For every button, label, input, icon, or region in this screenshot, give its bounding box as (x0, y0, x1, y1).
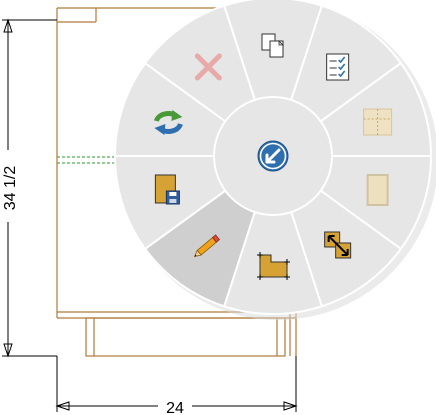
checklist-icon (326, 53, 350, 81)
diagonal-resize-icon (324, 231, 352, 259)
corner-shape-icon (257, 252, 290, 280)
dimension-arrow-top (3, 18, 13, 33)
dimension-arrow-right (283, 401, 298, 411)
copy-pages-icon (261, 33, 284, 58)
dimension-arrow-left (55, 401, 70, 411)
save-floppy-icon (154, 174, 180, 205)
cabinet-toe-kick (85, 317, 286, 357)
pencil-icon (193, 234, 221, 258)
radial-context-menu (113, 0, 436, 320)
dimension-vertical: 34 1/2 (0, 18, 57, 358)
dimension-arrow-bottom (3, 343, 13, 358)
select-arrow-icon[interactable] (257, 140, 289, 172)
dimension-vertical-label: 34 1/2 (2, 166, 19, 211)
cabinet-drawing (56, 7, 297, 357)
delete-x-icon (194, 53, 222, 81)
dimension-horizontal-label-bg (158, 397, 192, 415)
rotate-arrows-icon (153, 110, 183, 136)
dimension-horizontal: 24 (55, 356, 298, 415)
single-panel-icon (366, 173, 389, 206)
dimension-vertical-label-bg (0, 150, 18, 222)
dimension-horizontal-label: 24 (166, 400, 184, 415)
split-panel-icon (363, 108, 393, 136)
